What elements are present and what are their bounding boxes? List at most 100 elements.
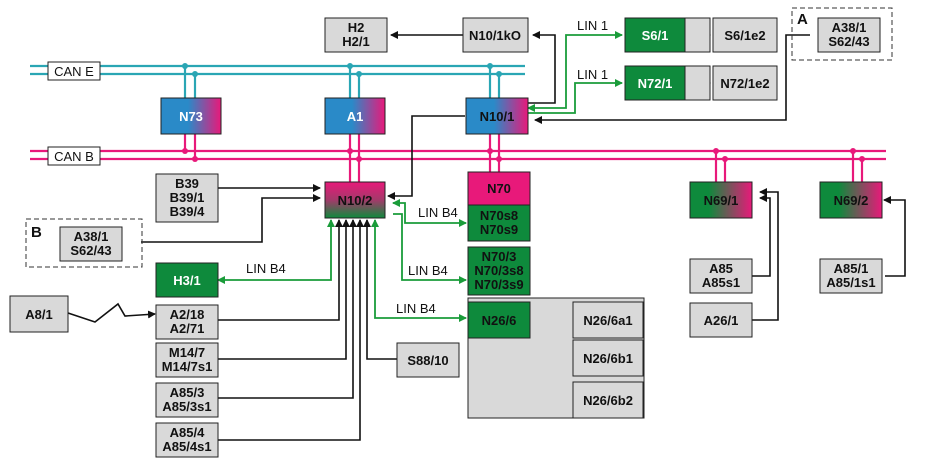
module-s88-10: S88/10 bbox=[396, 342, 460, 378]
svg-text:N26/6: N26/6 bbox=[482, 313, 517, 328]
wireless-zigzag bbox=[67, 302, 156, 323]
module-a38-a: A A38/1 S62/43 bbox=[791, 7, 893, 61]
svg-text:N26/6b2: N26/6b2 bbox=[583, 393, 633, 408]
svg-text:A85/4s1: A85/4s1 bbox=[162, 439, 211, 454]
line-m14-to-n10-2 bbox=[218, 219, 350, 360]
svg-text:H2: H2 bbox=[348, 20, 365, 35]
svg-text:N70/3s8: N70/3s8 bbox=[474, 263, 523, 278]
line-n10-1-to-n10-2 bbox=[387, 115, 465, 200]
line-a85-3-to-n10-2 bbox=[218, 219, 357, 399]
lin1-label-bottom: LIN 1 bbox=[577, 67, 608, 82]
linb4-label-n26: LIN B4 bbox=[396, 301, 436, 316]
svg-text:H3/1: H3/1 bbox=[173, 273, 200, 288]
svg-text:B39: B39 bbox=[175, 176, 199, 191]
svg-text:A38/1: A38/1 bbox=[74, 229, 109, 244]
module-h3-1: H3/1 bbox=[155, 262, 219, 298]
line-lin-b4-h3 bbox=[217, 219, 335, 284]
linb4-label-n70: LIN B4 bbox=[418, 205, 458, 220]
module-a85-3: A85/3 A85/3s1 bbox=[155, 382, 219, 418]
line-a85-1-to-n69-2 bbox=[883, 196, 906, 277]
marker-b: B bbox=[31, 224, 42, 241]
svg-text:A85: A85 bbox=[709, 261, 733, 276]
svg-text:S62/43: S62/43 bbox=[70, 243, 111, 258]
svg-text:A85/1s1: A85/1s1 bbox=[826, 275, 875, 290]
svg-text:A2/18: A2/18 bbox=[170, 307, 205, 322]
svg-text:N69/2: N69/2 bbox=[834, 193, 869, 208]
module-n10-2: N10/2 bbox=[324, 181, 386, 219]
svg-text:B39/4: B39/4 bbox=[170, 204, 205, 219]
svg-text:A85/1: A85/1 bbox=[834, 261, 869, 276]
line-lin1-s6 bbox=[527, 31, 623, 112]
line-a85-to-n69-1 bbox=[752, 194, 771, 277]
svg-text:N70/3s9: N70/3s9 bbox=[474, 277, 523, 292]
module-m14: M14/7 M14/7s1 bbox=[155, 342, 219, 378]
module-n10-1ko: N10/1kO bbox=[462, 17, 529, 53]
svg-text:A85/4: A85/4 bbox=[170, 425, 205, 440]
module-a2: A2/18 A2/71 bbox=[155, 304, 219, 340]
line-s88-to-n10-2 bbox=[363, 219, 397, 360]
svg-text:A85/3s1: A85/3s1 bbox=[162, 399, 211, 414]
svg-text:A1: A1 bbox=[347, 109, 364, 124]
module-n72-1: N72/1 N72/1e2 bbox=[624, 65, 778, 101]
can-e-label: CAN E bbox=[47, 61, 101, 81]
line-lin-b4-n26 bbox=[371, 219, 467, 322]
svg-text:S6/1e2: S6/1e2 bbox=[724, 28, 765, 43]
can-b-bus bbox=[30, 134, 886, 182]
module-n69-1: N69/1 bbox=[689, 181, 753, 219]
svg-text:N70s9: N70s9 bbox=[480, 222, 518, 237]
module-h2: H2 H2/1 bbox=[324, 17, 388, 53]
line-a38-a-to-n10-1 bbox=[534, 34, 810, 124]
module-a38-b: B A38/1 S62/43 bbox=[25, 218, 143, 268]
line-a85-4-to-n10-2 bbox=[218, 219, 364, 441]
svg-text:S88/10: S88/10 bbox=[407, 353, 448, 368]
svg-text:M14/7: M14/7 bbox=[169, 345, 205, 360]
svg-text:S6/1: S6/1 bbox=[642, 28, 669, 43]
module-a85-4: A85/4 A85/4s1 bbox=[155, 422, 219, 458]
svg-text:N10/1kO: N10/1kO bbox=[469, 28, 521, 43]
lin1-label-top: LIN 1 bbox=[577, 18, 608, 33]
svg-text:N73: N73 bbox=[179, 109, 203, 124]
line-a2-to-n10-2 bbox=[218, 219, 343, 321]
svg-text:CAN B: CAN B bbox=[54, 149, 94, 164]
svg-text:H2/1: H2/1 bbox=[342, 34, 369, 49]
linb4-label-h3: LIN B4 bbox=[246, 261, 286, 276]
svg-text:M14/7s1: M14/7s1 bbox=[162, 359, 213, 374]
module-n70: N70 N70s8 N70s9 bbox=[467, 171, 531, 242]
linb4-label-n70-3: LIN B4 bbox=[408, 263, 448, 278]
module-n69-2: N69/2 bbox=[819, 181, 883, 219]
can-b-label: CAN B bbox=[47, 146, 101, 166]
module-b39: B39 B39/1 B39/4 bbox=[155, 173, 219, 223]
module-n10-1: N10/1 bbox=[465, 97, 529, 135]
svg-text:N72/1: N72/1 bbox=[638, 76, 673, 91]
svg-text:S62/43: S62/43 bbox=[828, 34, 869, 49]
svg-text:N70s8: N70s8 bbox=[480, 208, 518, 223]
svg-text:N10/2: N10/2 bbox=[338, 193, 373, 208]
svg-text:N10/1: N10/1 bbox=[480, 109, 515, 124]
svg-text:A85s1: A85s1 bbox=[702, 275, 740, 290]
module-s6-1: S6/1 S6/1e2 bbox=[624, 17, 778, 53]
svg-text:A2/71: A2/71 bbox=[170, 321, 205, 336]
svg-text:B39/1: B39/1 bbox=[170, 190, 205, 205]
line-n10-1-to-n10-1ko bbox=[528, 31, 556, 104]
module-n26-6: N26/6 N26/6a1 N26/6b1 N26/6b2 bbox=[467, 297, 645, 419]
module-n73: N73 bbox=[160, 97, 222, 135]
svg-text:N70: N70 bbox=[487, 181, 511, 196]
svg-text:A38/1: A38/1 bbox=[832, 20, 867, 35]
module-a1: A1 bbox=[324, 97, 386, 135]
module-a26-1: A26/1 bbox=[689, 302, 753, 338]
svg-text:A8/1: A8/1 bbox=[25, 307, 52, 322]
module-a85: A85 A85s1 bbox=[689, 258, 753, 294]
line-lin1-n72 bbox=[528, 79, 623, 114]
module-a8-1: A8/1 bbox=[9, 295, 69, 333]
svg-text:A26/1: A26/1 bbox=[704, 313, 739, 328]
svg-text:N69/1: N69/1 bbox=[704, 193, 739, 208]
svg-text:N70/3: N70/3 bbox=[482, 249, 517, 264]
svg-text:N26/6b1: N26/6b1 bbox=[583, 351, 633, 366]
svg-text:N26/6a1: N26/6a1 bbox=[583, 313, 632, 328]
line-a26-to-n69-1 bbox=[752, 188, 779, 321]
svg-text:A85/3: A85/3 bbox=[170, 385, 205, 400]
svg-text:CAN E: CAN E bbox=[54, 64, 94, 79]
module-a85-1: A85/1 A85/1s1 bbox=[819, 258, 883, 294]
svg-text:N72/1e2: N72/1e2 bbox=[720, 76, 769, 91]
marker-a: A bbox=[797, 11, 808, 28]
